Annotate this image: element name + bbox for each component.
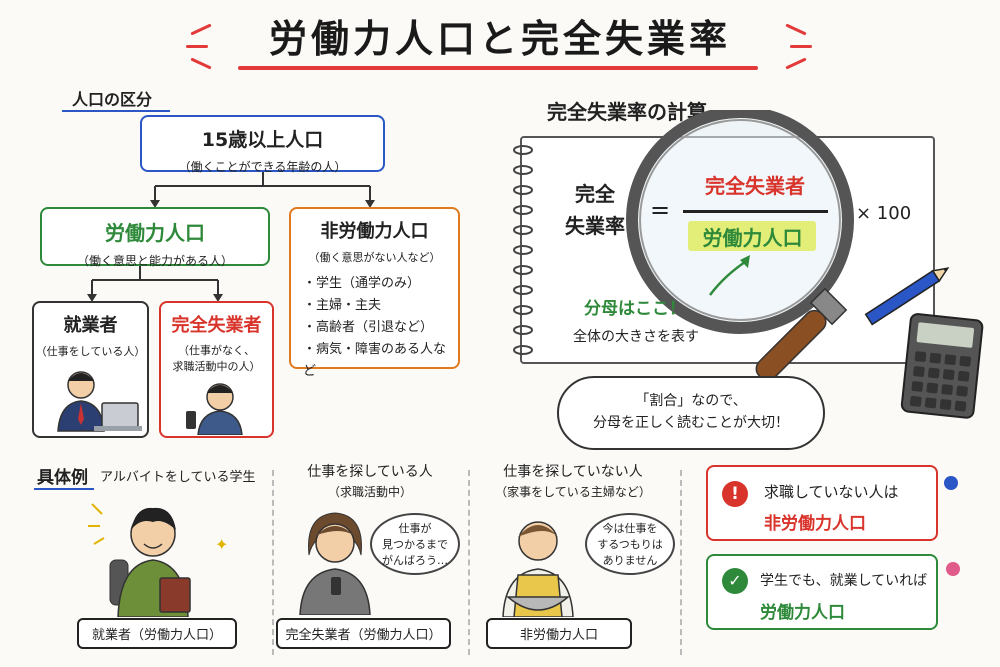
denominator-highlight — [688, 221, 816, 251]
formula-lhs-line: 完全 — [575, 182, 615, 206]
page-title: 労働力人口と完全失業率 — [268, 17, 731, 61]
check-icon: ✓ — [722, 568, 748, 594]
divider — [468, 470, 470, 655]
equals-sign: = — [650, 196, 671, 224]
box-non-labor-force: 非労働力人口 （働く意思がない人など） ・学生（通学のみ） ・主婦・主夫 ・高齢… — [289, 207, 460, 379]
tip-line: 「割合」なので、 — [635, 393, 747, 409]
formula-multiplier: × 100 — [856, 203, 912, 224]
thought-bubble: 今は仕事を するつもりは ありません — [585, 513, 675, 575]
section-label-examples: 具体例 — [37, 468, 88, 488]
fraction-bar — [683, 210, 828, 213]
caption-line: （家事をしている主婦など） — [495, 485, 651, 499]
notebook-spiral — [513, 145, 533, 355]
bubble-line: がんばろう… — [382, 554, 448, 567]
box-employed: 就業者 （仕事をしている人） — [32, 301, 149, 438]
note-line: 非労働力人口 — [764, 514, 866, 534]
box-subtitle: （働く意思がない人など） — [308, 251, 441, 264]
note-line: 求職していない人は — [764, 483, 899, 501]
homemaker-illustration — [502, 521, 574, 617]
list-item: ・病気・障害のある人など — [303, 342, 447, 379]
box-title: 完全失業者 — [171, 315, 262, 336]
section-label-population: 人口の区分 — [72, 90, 153, 109]
pushpin-icon — [944, 476, 958, 490]
title-underline — [238, 66, 758, 70]
bubble-line: ありません — [602, 554, 658, 567]
student-illustration — [88, 503, 191, 617]
sparkle-icon: ✦ — [215, 535, 229, 554]
non-labor-list: ・学生（通学のみ） ・主婦・主夫 ・高齢者（引退など） ・病気・障害のある人など — [303, 273, 458, 383]
formula-numerator: 完全失業者 — [705, 174, 805, 198]
bubble-line: 仕事が — [398, 522, 432, 535]
list-item: ・学生（通学のみ） — [303, 276, 421, 291]
job-seeker-woman-illustration — [299, 512, 371, 615]
sparkle-line — [186, 45, 208, 48]
section-underline — [62, 110, 170, 112]
calc-heading: 完全失業率の計算 — [547, 100, 707, 124]
formula-lhs: 完全 失業率 — [560, 178, 630, 242]
box-title: 15歳以上人口 — [201, 129, 324, 151]
example-caption: 仕事を探していない人 （家事をしている主婦など） — [478, 462, 668, 502]
tip-line: 分母を正しく読むことが大切！ — [593, 415, 789, 431]
formula-lhs-line: 失業率 — [565, 214, 625, 238]
box-unemployed: 完全失業者 （仕事がなく、 求職活動中の人） — [159, 301, 274, 438]
magnifying-glass-icon — [626, 110, 854, 381]
caption-line: 仕事を探していない人 — [503, 464, 643, 480]
note-line: 労働力人口 — [760, 603, 845, 623]
subtitle-line: （仕事がなく、 — [178, 344, 255, 357]
box-subtitle: （働く意思と能力がある人） — [76, 254, 233, 268]
box-title: 労働力人口 — [105, 221, 205, 245]
formula-denominator: 労働力人口 — [702, 226, 803, 250]
caption-line: 仕事を探している人 — [307, 464, 433, 480]
divider — [272, 470, 274, 655]
box-title: 非労働力人口 — [320, 221, 429, 242]
example-caption: アルバイトをしている学生 — [100, 470, 256, 485]
box-subtitle: （仕事がなく、 求職活動中の人） — [161, 343, 272, 375]
bubble-line: するつもりは — [597, 538, 663, 551]
box-subtitle: （仕事をしている人） — [35, 345, 146, 358]
office-worker-illustration — [56, 371, 142, 432]
warning-icon: ! — [722, 481, 748, 507]
example-caption: 仕事を探している人 （求職活動中） — [280, 462, 460, 502]
arrow-icon — [709, 255, 750, 296]
box-labor-force: 労働力人口 （働く意思と能力がある人） — [40, 207, 270, 268]
pencil-icon — [864, 267, 950, 326]
box-working-age-population: 15歳以上人口 （働くことができる年齢の人） — [140, 115, 385, 174]
denominator-note-sub: 全体の大きさを表す — [573, 329, 699, 345]
sparkle-line — [790, 45, 812, 48]
denominator-note: 分母はここ！ — [584, 299, 686, 319]
example-tag: 完全失業者（労働力人口） — [276, 618, 451, 649]
example-tag-text: 完全失業者（労働力人口） — [285, 628, 442, 643]
note-line: 学生でも、就業していれば — [760, 573, 928, 589]
box-title: 就業者 — [63, 315, 118, 336]
bubble-line: 見つかるまで — [382, 538, 448, 551]
example-tag: 就業者（労働力人口） — [77, 618, 237, 649]
tree-connectors — [87, 172, 375, 302]
list-item: ・主婦・主夫 — [303, 298, 382, 313]
calculator-icon — [900, 313, 984, 419]
pushpin-icon — [946, 562, 960, 576]
list-item: ・高齢者（引退など） — [303, 320, 434, 335]
divider — [680, 470, 682, 655]
example-tag: 非労働力人口 — [486, 618, 632, 649]
subtitle-line: 求職活動中の人） — [172, 360, 261, 373]
tip-cloud: 「割合」なので、 分母を正しく読むことが大切！ — [557, 376, 825, 450]
section-underline — [34, 488, 94, 490]
bubble-line: 今は仕事を — [602, 522, 658, 535]
job-seeker-illustration — [185, 383, 243, 436]
note-student-working: ✓ 学生でも、就業していれば 労働力人口 — [706, 554, 938, 630]
thought-bubble: 仕事が 見つかるまで がんばろう… — [370, 513, 460, 575]
note-not-seeking: ! 求職していない人は 非労働力人口 — [706, 465, 938, 541]
box-subtitle: （働くことができる年齢の人） — [178, 160, 347, 174]
caption-line: （求職活動中） — [327, 485, 412, 499]
